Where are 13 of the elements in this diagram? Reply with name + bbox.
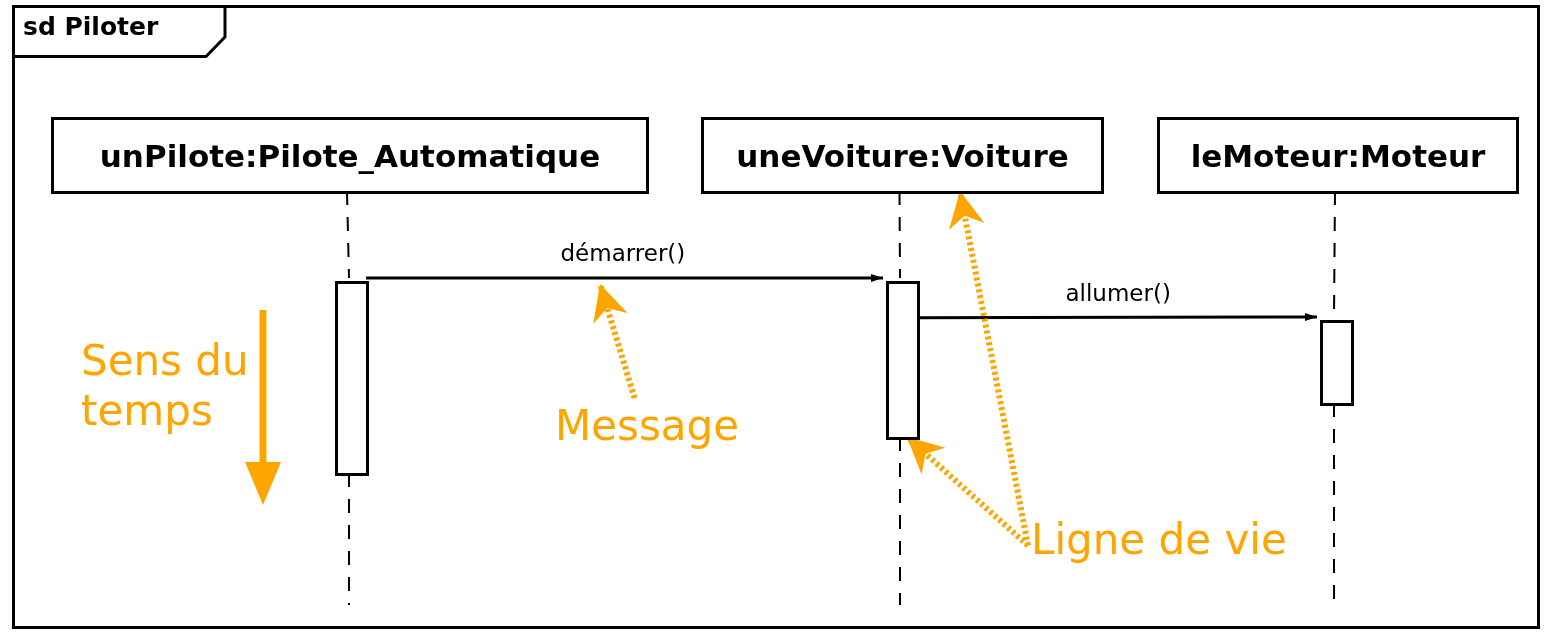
leader-line bbox=[593, 283, 638, 399]
activation-bar bbox=[335, 281, 369, 476]
lifeline-head: uneVoiture:Voiture bbox=[701, 117, 1104, 194]
message-arrow bbox=[366, 274, 883, 282]
activation-bar bbox=[886, 281, 920, 440]
time-direction-label: Sens du temps bbox=[81, 336, 250, 437]
frame-title: sd Piloter bbox=[23, 12, 159, 41]
sequence-frame bbox=[12, 5, 1540, 629]
lifeline-head: leMoteur:Moteur bbox=[1157, 117, 1519, 194]
lifeline-head: unPilote:Pilote_Automatique bbox=[51, 117, 649, 194]
annotation-text: Ligne de vie bbox=[1031, 515, 1293, 571]
annotation-text: Message bbox=[555, 401, 747, 457]
activation-bar bbox=[1320, 320, 1354, 406]
